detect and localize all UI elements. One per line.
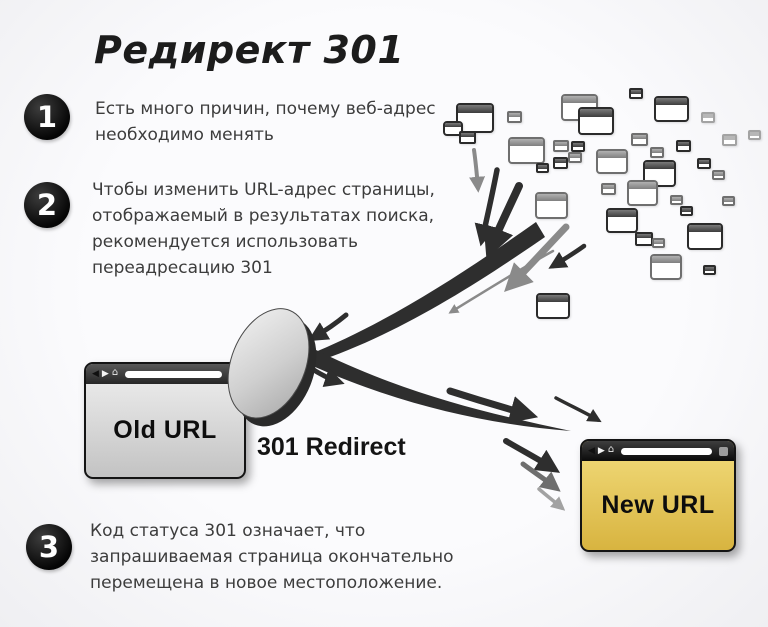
new-url-window: ◀ ▶ ⌂ New URL — [580, 439, 736, 552]
old-url-window: ◀ ▶ ⌂ Old URL — [84, 362, 246, 479]
mini-browser-window-icon — [568, 152, 582, 163]
mini-browser-window-icon — [703, 265, 716, 275]
step-3-text: Код статуса 301 означает, что запрашивае… — [90, 521, 454, 593]
new-url-label: New URL — [601, 491, 715, 519]
mini-window-titlebar — [458, 105, 492, 114]
mini-window-titlebar — [509, 113, 520, 117]
home-icon: ⌂ — [607, 444, 615, 455]
mini-window-titlebar — [714, 172, 723, 176]
mini-browser-window-icon — [722, 134, 737, 146]
step-2-badge: 2 — [24, 182, 70, 228]
home-icon: ⌂ — [111, 367, 119, 378]
mini-browser-window-icon — [535, 192, 568, 219]
mini-window-titlebar — [631, 90, 641, 94]
mini-window-titlebar — [705, 267, 714, 271]
mini-window-titlebar — [724, 136, 735, 140]
mini-browser-window-icon — [697, 158, 711, 169]
mini-browser-window-icon — [627, 180, 658, 206]
mini-browser-window-icon — [507, 111, 522, 123]
mini-browser-window-icon — [650, 147, 664, 158]
mini-window-titlebar — [629, 182, 656, 190]
mini-browser-window-icon — [670, 195, 683, 205]
new-url-toolbar: ◀ ▶ ⌂ — [582, 441, 734, 461]
mini-window-titlebar — [689, 225, 721, 233]
mini-browser-window-icon — [601, 183, 616, 195]
mini-browser-window-icon — [722, 196, 735, 206]
mini-browser-window-icon — [596, 149, 628, 174]
mini-window-titlebar — [637, 234, 651, 238]
step-2-text: Чтобы изменить URL-адрес страницы, отобр… — [92, 180, 435, 278]
mini-window-titlebar — [608, 210, 636, 217]
mini-window-titlebar — [555, 142, 567, 146]
step-1-text: Есть много причин, почему веб-адрес необ… — [95, 99, 436, 145]
mini-browser-window-icon — [578, 107, 614, 135]
forward-icon: ▶ — [101, 368, 109, 379]
mini-window-titlebar — [603, 185, 614, 189]
mini-browser-window-icon — [652, 238, 665, 248]
mini-window-titlebar — [724, 198, 733, 202]
mini-browser-window-icon — [701, 112, 715, 123]
mini-browser-window-icon — [553, 157, 568, 169]
mini-window-titlebar — [555, 159, 566, 163]
address-bar — [621, 447, 712, 455]
mini-window-titlebar — [750, 132, 759, 136]
mini-window-titlebar — [598, 151, 626, 158]
mini-window-titlebar — [563, 96, 596, 104]
mini-window-titlebar — [461, 133, 474, 137]
mini-browser-window-icon — [536, 293, 570, 319]
mini-browser-window-icon — [606, 208, 638, 233]
mini-browser-window-icon — [571, 141, 585, 152]
mini-window-titlebar — [652, 149, 662, 153]
mini-browser-window-icon — [712, 170, 725, 180]
back-icon: ◀ — [92, 368, 99, 379]
window-button-icon — [719, 446, 728, 456]
mini-browser-window-icon — [635, 232, 653, 246]
mini-browser-window-icon — [680, 206, 693, 216]
mini-window-titlebar — [699, 160, 709, 164]
mini-window-titlebar — [645, 162, 674, 170]
mini-window-titlebar — [654, 240, 663, 244]
mini-browser-window-icon — [654, 96, 689, 122]
mini-browser-window-icon — [650, 254, 682, 280]
mini-window-titlebar — [672, 197, 681, 201]
mini-browser-window-icon — [508, 137, 545, 164]
step-1-badge: 1 — [24, 94, 70, 140]
mini-window-titlebar — [678, 142, 689, 146]
page-title: Редирект 301 — [94, 28, 405, 72]
mini-browser-window-icon — [536, 163, 549, 173]
old-url-label: Old URL — [113, 416, 217, 444]
mini-browser-window-icon — [443, 121, 463, 136]
mini-window-titlebar — [580, 109, 612, 117]
mini-browser-window-icon — [629, 88, 643, 99]
mini-window-titlebar — [633, 135, 646, 139]
redirect-301-label: 301 Redirect — [257, 433, 406, 461]
mini-browser-window-icon — [553, 140, 569, 152]
mini-window-titlebar — [656, 98, 687, 106]
mini-window-titlebar — [573, 143, 583, 147]
mini-window-titlebar — [538, 165, 547, 169]
step-3-badge: 3 — [26, 524, 72, 570]
mini-browser-window-icon — [676, 140, 691, 152]
mini-window-titlebar — [538, 295, 568, 303]
back-icon: ◀ — [588, 445, 595, 456]
mini-window-titlebar — [570, 154, 580, 158]
mini-window-titlebar — [703, 114, 713, 118]
mini-browser-window-icon — [459, 131, 476, 144]
mini-browser-window-icon — [631, 133, 648, 146]
mini-browser-window-icon — [748, 130, 761, 140]
mini-browser-window-icon — [643, 160, 676, 187]
mini-browser-window-icon — [687, 223, 723, 250]
forward-icon: ▶ — [597, 445, 605, 456]
mini-window-titlebar — [537, 194, 566, 202]
address-bar — [125, 370, 222, 378]
mini-window-titlebar — [682, 208, 691, 212]
mini-window-titlebar — [652, 256, 680, 264]
mini-window-titlebar — [510, 139, 543, 147]
mini-window-titlebar — [445, 123, 461, 127]
